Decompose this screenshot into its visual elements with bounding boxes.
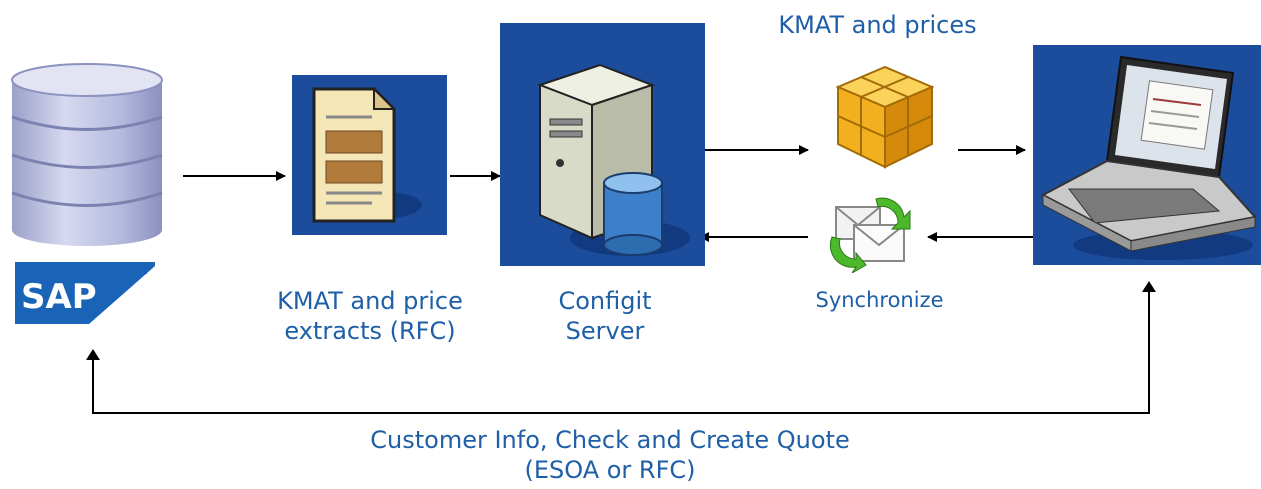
label-extracts: KMAT and price extracts (RFC) xyxy=(240,286,500,346)
sap-logo-text: SAP xyxy=(21,277,97,317)
server-icon xyxy=(500,23,705,266)
database-icon xyxy=(11,63,163,246)
cube-icon xyxy=(835,65,935,169)
label-bottom-line1: Customer Info, Check and Create Quote xyxy=(370,426,850,454)
arrow-bottom-loop xyxy=(92,285,1150,414)
sap-logo: SAP TM xyxy=(15,262,155,324)
laptop-icon xyxy=(1033,45,1261,265)
document-icon xyxy=(292,75,447,235)
label-server-line2: Server xyxy=(565,317,645,345)
label-bottom-line2: (ESOA or RFC) xyxy=(524,456,696,484)
sap-logo-tm: TM xyxy=(135,267,148,276)
label-server: Configit Server xyxy=(520,286,690,346)
label-extracts-line1: KMAT and price xyxy=(277,287,463,315)
label-kmat-prices: KMAT and prices xyxy=(778,11,977,39)
sync-mail-icon xyxy=(829,197,911,273)
label-bottom: Customer Info, Check and Create Quote (E… xyxy=(300,425,920,485)
label-server-line1: Configit xyxy=(558,287,652,315)
label-extracts-line2: extracts (RFC) xyxy=(284,317,456,345)
label-synchronize: Synchronize xyxy=(815,288,944,312)
